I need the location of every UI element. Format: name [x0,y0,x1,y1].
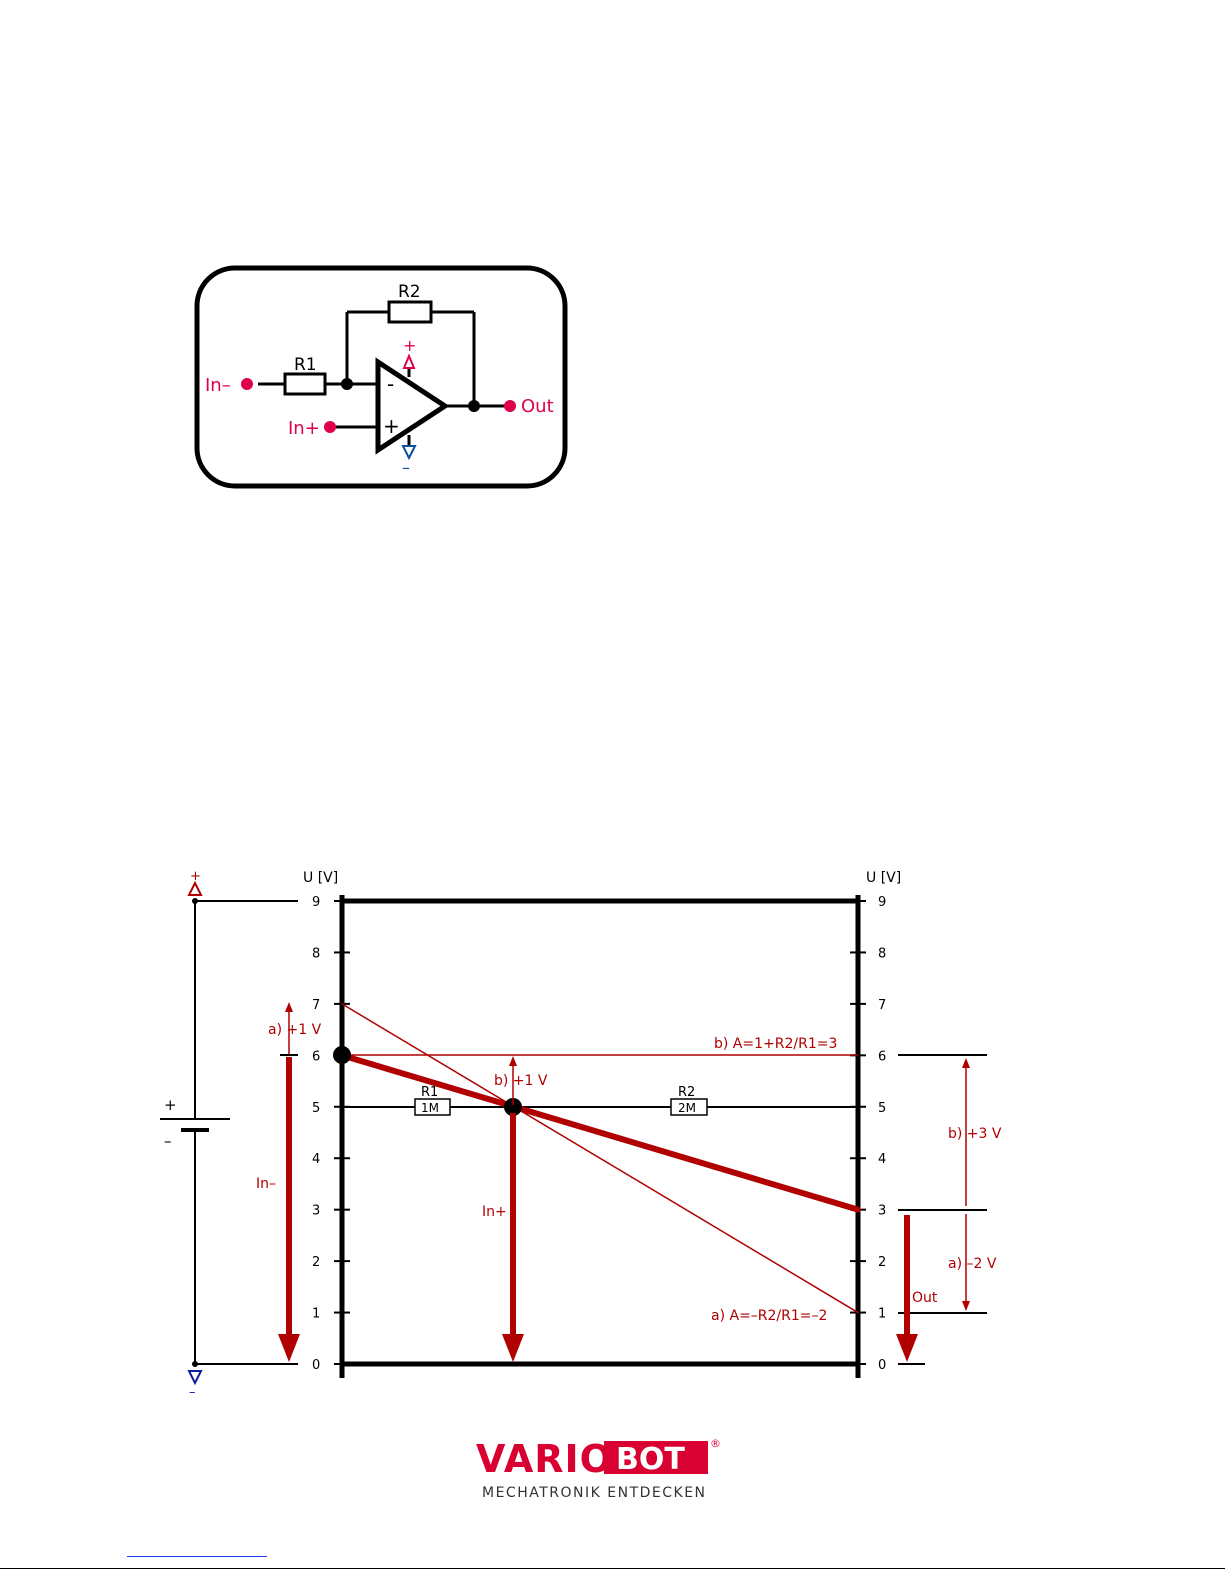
opamp-circuit-diagram: R1 R2 In– In+ Out - + + – [197,268,565,486]
in-minus-arrow [278,1334,300,1362]
left-tick-label: 5 [312,1101,320,1116]
out-chart-label: Out [912,1290,938,1306]
supply-minus-label: – [402,458,410,477]
right-tick-label: 0 [878,1358,886,1373]
out-arrow [896,1334,918,1362]
r1-label: R1 [294,355,317,375]
in-plus-chart-label: In+ [482,1204,507,1220]
in-minus-chart-label: In– [256,1176,276,1192]
logo-registered-mark: ® [710,1437,721,1450]
rail-minus-label: – [189,1385,196,1400]
right-tick-label: 3 [878,1204,886,1219]
left-tick-label: 1 [312,1307,320,1322]
in-minus-pin [241,378,253,390]
opamp-plus-label: + [383,414,400,438]
in-plus-pin [324,421,336,433]
logo-tagline: MECHATRONIK ENTDECKEN [482,1485,707,1501]
footer-divider [0,1568,1225,1569]
rail-minus-icon [189,1371,201,1383]
right-tick-label: 4 [878,1152,886,1167]
supply-plus-icon [404,356,414,368]
junction-dot [468,400,480,412]
logo-word-bot: BOT [616,1442,685,1477]
rail-plus-label: + [190,869,201,884]
right-tick-label: 5 [878,1101,886,1116]
supply-plus-label: + [403,336,416,355]
left-tick-label: 2 [312,1255,320,1270]
left-tick-label: 4 [312,1152,320,1167]
supply-minus-icon [403,446,415,458]
right-tick-label: 9 [878,895,886,910]
battery-minus-label: – [164,1132,172,1150]
left-tick-label: 3 [312,1204,320,1219]
a-minus-2v-label: a) –2 V [948,1256,997,1272]
right-tick-label: 1 [878,1307,886,1322]
chart-r2-label: R2 [678,1085,695,1100]
in-minus-label: In– [205,375,231,396]
resistor-r1 [285,374,325,394]
chart-r2-value: 2M [678,1101,696,1115]
circuit-frame [197,268,565,486]
b-plus-1v-label: b) +1 V [494,1073,548,1089]
r2-label: R2 [398,282,421,302]
variobot-logo: VARIO BOT ® MECHATRONIK ENTDECKEN [476,1437,721,1501]
right-tick-label: 7 [878,998,886,1013]
resistor-r2 [389,302,431,322]
left-tick-label: 8 [312,946,320,961]
right-tick-label: 6 [878,1049,886,1064]
voltage-chart: + – + – 0 0 1 1 2 2 3 3 4 4 5 5 6 6 7 7 8 8 9 9 U [V] U [V]… [160,869,1002,1400]
left-axis-label: U [V] [303,870,338,886]
left-tick-label: 9 [312,895,320,910]
junction-dot [341,378,353,390]
right-tick-label: 2 [878,1255,886,1270]
out-label: Out [521,396,554,417]
rail-plus-icon [189,883,201,895]
left-tick-label: 0 [312,1358,320,1373]
left-tick-label: 7 [312,998,320,1013]
a-gain-label: a) A=–R2/R1=–2 [711,1308,827,1324]
in-minus-node-dot [333,1046,351,1064]
opamp-minus-label: - [387,372,394,396]
b-gain-label: b) A=1+R2/R1=3 [714,1036,837,1052]
b-plus-3v-label: b) +3 V [948,1126,1002,1142]
chart-r1-value: 1M [421,1101,439,1115]
series-line-b [342,1055,858,1209]
right-axis-label: U [V] [866,870,901,886]
in-plus-label: In+ [288,418,320,439]
chart-r1-label: R1 [421,1085,438,1100]
a-plus-1v-label: a) +1 V [268,1022,322,1038]
right-tick-label: 8 [878,946,886,961]
battery-plus-label: + [164,1096,177,1114]
left-tick-label: 6 [312,1049,320,1064]
logo-word-vario: VARIO [476,1437,613,1481]
out-pin [504,400,516,412]
footer-link-underline[interactable] [127,1556,267,1557]
in-plus-arrow [502,1334,524,1362]
